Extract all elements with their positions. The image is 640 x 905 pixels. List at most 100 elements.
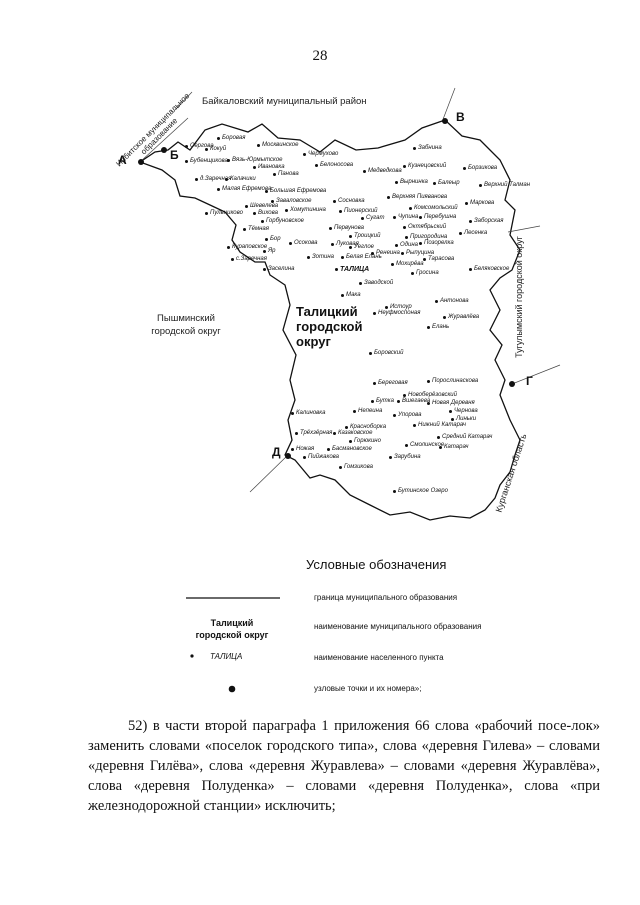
settlement-label: Малая Ефремова (222, 186, 272, 192)
settlement-label: Новая Деревня (432, 400, 475, 406)
district-name-line: округ (296, 334, 331, 349)
settlement-label: Чупина (398, 214, 419, 220)
settlement-label: Балеыр (438, 180, 460, 186)
node-point (509, 381, 515, 387)
settlement-dot (371, 252, 374, 255)
settlement-dot (335, 268, 338, 271)
settlement-dot (349, 440, 352, 443)
settlement-dot (205, 148, 208, 151)
settlement-dot (385, 306, 388, 309)
settlement-dot (231, 258, 234, 261)
settlement-label: Рыпуцина (406, 250, 435, 256)
settlement-label: Истоур (390, 304, 412, 310)
settlement-label: Шевелева (250, 203, 279, 209)
settlement-dot (373, 312, 376, 315)
settlement-label: Октябрьский (408, 224, 447, 230)
settlement-label: Басмановское (332, 446, 372, 452)
settlement-dot (401, 252, 404, 255)
district-name: Талицкий городской округ (296, 304, 362, 349)
settlement-label: Упорова (398, 412, 422, 418)
settlement-label: Непеина (358, 408, 383, 414)
settlement-dot (331, 243, 334, 246)
settlement-label: Новоберёзовский (408, 392, 457, 398)
settlement-dot (353, 410, 356, 413)
settlement-dot (363, 170, 366, 173)
settlement-label: Пийжакова (308, 454, 339, 460)
settlement-dot (303, 456, 306, 459)
settlement-dot (427, 326, 430, 329)
settlement-label: Ножая (296, 446, 315, 452)
settlement-dot (217, 188, 220, 191)
settlement-dot (469, 220, 472, 223)
settlement-label: Бубенщикова (190, 158, 228, 164)
node-point (442, 118, 448, 124)
settlement-label: Средний Катарач (442, 434, 493, 440)
boundary-line-g (511, 364, 561, 385)
settlement-dot (349, 235, 352, 238)
region-pyshma: Пышминский городской округ (151, 313, 221, 337)
settlement-label: Вязь-Юрмытское (232, 157, 283, 163)
node-label-g: Г (526, 374, 533, 388)
legend-settlement-sample: ТАЛИЦА (210, 652, 243, 661)
settlement-dot (395, 181, 398, 184)
node-label-a: А (118, 153, 127, 167)
settlement-label: Калачики (230, 176, 256, 182)
settlement-dot (427, 402, 430, 405)
settlement-label: Смолинское (410, 442, 445, 448)
legend-name-line: городской округ (195, 630, 269, 640)
settlement-dot (409, 207, 412, 210)
settlement-dot (345, 426, 348, 429)
settlement-dot (405, 444, 408, 447)
settlement-label: Катарач (444, 444, 469, 450)
node-label-d: Д (272, 445, 281, 459)
district-boundary (138, 119, 521, 521)
settlement-label: Антонова (440, 298, 469, 304)
settlement-dot (185, 145, 188, 148)
settlement-dot (411, 272, 414, 275)
settlement-dot (303, 153, 306, 156)
settlement-label: Осокова (294, 240, 318, 246)
settlement-label: Ренеина (376, 250, 400, 256)
district-name-line: Талицкий (296, 304, 358, 319)
settlement-dot (195, 178, 198, 181)
settlement-dot (227, 159, 230, 162)
settlement-dot (469, 268, 472, 271)
settlement-label: Чернова (454, 408, 478, 414)
region-baikalov: Байкаловский муниципальный район (202, 96, 367, 107)
settlement-label: Пионерский (344, 208, 378, 214)
settlement-dot (217, 137, 220, 140)
settlement-label: Вшегаева (402, 398, 431, 404)
settlement-dot (413, 147, 416, 150)
settlement-label: Тарасова (428, 256, 455, 262)
legend-settlement-dot (190, 654, 194, 658)
settlement-dot (185, 160, 188, 163)
settlement-label: Забнина (418, 145, 442, 151)
settlement-label: Луковая (336, 241, 359, 247)
settlement-label: Калиновка (296, 410, 326, 416)
settlement-dot (373, 382, 376, 385)
settlement-dot (371, 400, 374, 403)
legend-name-line: Талицкий (210, 618, 254, 628)
settlement-label: Позорелка (424, 240, 454, 246)
settlement-dot (295, 432, 298, 435)
settlement-dot (427, 380, 430, 383)
settlement-dot (341, 256, 344, 259)
settlement-label: Сергова (190, 143, 214, 149)
settlement-label: Ивановка (258, 164, 285, 170)
settlement-dot (389, 456, 392, 459)
settlement-dot (329, 227, 332, 230)
region-tulun: Тугулымский городской округ (513, 236, 524, 358)
settlement-dot (359, 282, 362, 285)
legend-name-sample: Талицкий городской округ (180, 617, 284, 641)
settlement-dot (393, 216, 396, 219)
settlement-dot (361, 217, 364, 220)
settlement-label: Верхняя Пияванова (392, 194, 448, 200)
settlement-label: Беляковское (474, 266, 510, 272)
settlement-label: д.Заречная (200, 176, 232, 182)
district-name-line: городской (296, 319, 363, 334)
settlement-label: Белая Елань (346, 254, 382, 260)
settlement-dot (395, 244, 398, 247)
settlement-label: Мака (346, 292, 361, 298)
node-label-b: Б (170, 148, 179, 162)
legend-node-desc: узловые точки и их номера»; (314, 684, 422, 693)
